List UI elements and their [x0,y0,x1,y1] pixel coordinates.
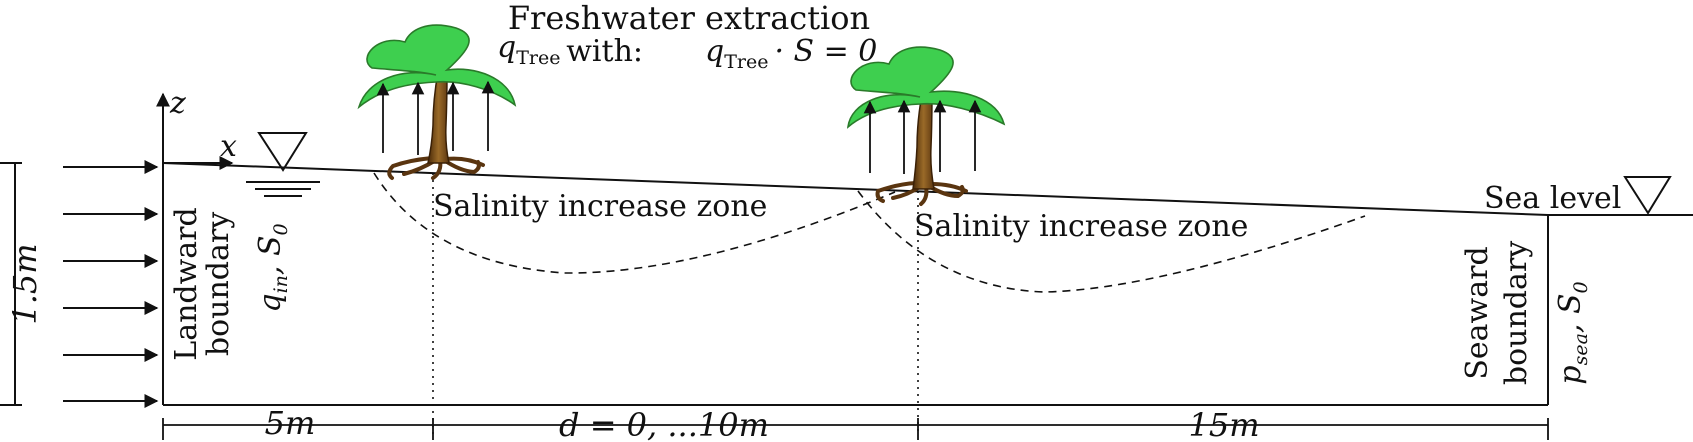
seaward-boundary-labels: Seaward boundary psea, S0 [1460,241,1592,385]
title-condition-prefix: with: [566,34,643,69]
title-condition-equation: qTree· S = 0 [705,34,877,73]
inflow-condition-label: qin, S0 [253,223,292,312]
seaward-boundary-line2: boundary [1499,241,1534,385]
tree-2 [846,46,1006,206]
water-table-triangle [257,132,308,172]
landward-boundary-line1: Landward [169,207,204,360]
height-label: 1.5m [6,243,44,324]
tree-2-uptake-arrows [863,99,982,174]
aquifer-domain [162,162,1693,406]
tree-1-foliage [357,24,517,110]
sea-level-label: Sea level [1484,181,1621,216]
landward-boundary-line2: boundary [201,212,236,356]
tree-2-foliage [846,46,1006,129]
salinity-zone-curves [373,172,1366,293]
tree-1-roots [387,156,485,180]
z-axis-label: z [169,86,186,121]
landward-boundary-labels: Landward boundary qin, S0 [169,207,292,360]
salinity-zone-1-curve [373,172,896,274]
dimension-middle-label: d = 0, ...10m [559,406,769,442]
tree-1 [357,24,517,180]
tree-2-trunk [912,93,935,190]
inflow-arrows [63,160,159,408]
ground-surface-line [162,162,1549,216]
dimension-line [162,418,1549,440]
water-table-symbol-land [246,132,320,197]
x-axis-label: x [220,129,237,164]
sea-level-triangle-icon [1623,176,1672,215]
tree-uptake-label: qTree [497,30,560,69]
tree-1-trunk [427,71,450,164]
seaward-boundary-line1: Seaward [1460,246,1495,379]
dimension-left-label: 5m [265,404,316,442]
salinity-zone-2-label: Salinity increase zone [914,209,1248,244]
coordinate-axes: z x [156,86,237,170]
diagram-title: Freshwater extraction [508,0,870,37]
salinity-zone-2-curve [857,190,1366,293]
salinity-zone-1-label: Salinity increase zone [433,189,767,224]
tree-1-uptake-arrows [376,80,495,155]
seaward-condition-label: psea, S0 [1553,281,1592,384]
height-bracket: 1.5m [0,162,44,406]
dimension-right-label: 15m [1188,406,1259,442]
